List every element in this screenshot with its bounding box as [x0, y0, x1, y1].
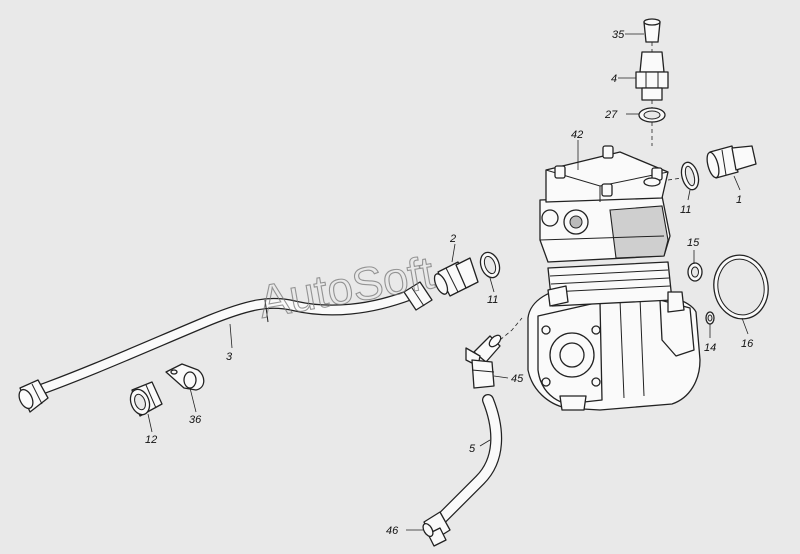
cap-35 [643, 18, 661, 43]
callout-15: 15 [687, 237, 700, 249]
fitting-46 [422, 511, 451, 547]
leader-lines [147, 33, 749, 531]
callout-4: 4 [611, 73, 617, 85]
callout-3: 3 [226, 351, 233, 363]
callout-45: 45 [511, 373, 524, 385]
callout-11-left: 11 [487, 294, 498, 306]
callout-12: 12 [145, 434, 157, 446]
elbow-fitting-45 [465, 334, 502, 389]
callout-16: 16 [741, 338, 754, 350]
gasket-16 [713, 254, 769, 320]
seal-ring-11-right [680, 161, 700, 191]
callout-14: 14 [704, 342, 716, 354]
callout-42: 42 [571, 129, 583, 141]
compressor-assembly-42 [527, 145, 701, 411]
seal-ring-11-left [479, 251, 501, 279]
seal-ring-14 [705, 311, 715, 325]
axis-line-right [667, 177, 683, 181]
callout-5: 5 [469, 443, 476, 455]
axis-line-elbow [499, 317, 523, 341]
pipe-end-nut-left [18, 379, 49, 413]
callout-11-right: 11 [680, 204, 691, 216]
callout-35: 35 [612, 29, 625, 41]
seal-ring-27 [638, 107, 666, 123]
callout-36: 36 [189, 414, 202, 426]
fitting-1 [706, 145, 757, 179]
callout-27: 27 [604, 109, 618, 121]
callout-labels: 35 4 27 42 11 1 2 11 15 14 16 3 45 12 36… [145, 29, 754, 537]
watermark-text: AutoSoft [255, 246, 438, 328]
cover-bolts [554, 145, 663, 197]
pipe-3 [28, 289, 416, 398]
callout-2: 2 [449, 233, 456, 245]
nut-12 [129, 381, 163, 417]
seal-ring-15 [687, 262, 703, 282]
fitting-4 [635, 51, 669, 101]
callout-1: 1 [736, 194, 742, 206]
clip-36 [165, 363, 205, 391]
union-fitting-2 [433, 257, 479, 297]
hose-5 [434, 394, 503, 526]
pipe-end-nut-right [403, 281, 433, 311]
callout-46: 46 [386, 525, 399, 537]
